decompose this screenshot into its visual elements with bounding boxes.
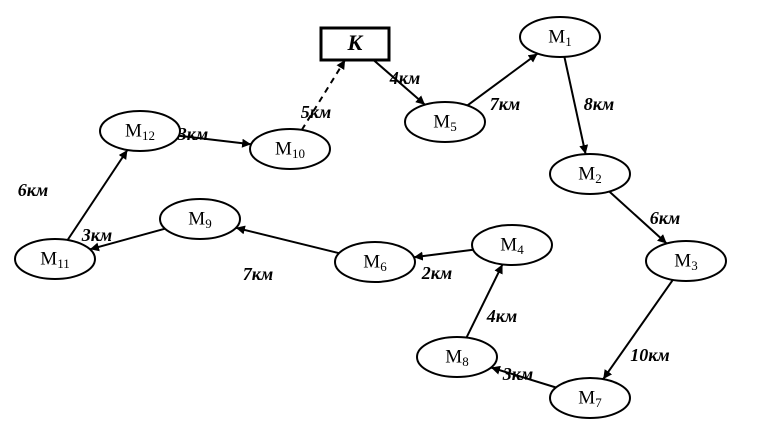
- node-ellipse: [549, 377, 631, 419]
- node-ellipse: [645, 240, 727, 282]
- edge-m12-m10: [178, 134, 252, 148]
- edge-label-m2-m3: 6км: [650, 208, 680, 228]
- edges-layer: [66, 52, 674, 389]
- edge-label-m4-m6: 2км: [421, 263, 452, 283]
- depot-label: К: [347, 30, 364, 55]
- edge-label-m12-m10: 3км: [177, 124, 208, 144]
- edge-m7-m8: [490, 365, 557, 389]
- node-m8: М8: [416, 336, 498, 378]
- edge-label-m1-m2: 8км: [584, 94, 614, 114]
- edge-m2-m3: [608, 190, 668, 245]
- node-ellipse: [549, 153, 631, 195]
- edge-label-m8-m4: 4км: [486, 306, 517, 326]
- node-m7: М7: [549, 377, 631, 419]
- node-ellipse: [249, 128, 331, 170]
- edge-m8-m4: [465, 263, 504, 339]
- node-m2: М2: [549, 153, 631, 195]
- edge-label-m3-m7: 10км: [630, 345, 669, 365]
- node-m6: М6: [334, 241, 416, 283]
- node-ellipse: [519, 16, 601, 58]
- edge-label-k-m5: 4км: [389, 68, 420, 88]
- edge-labels-layer: 4км 7км 8км 6км 10км 3км 4км 2км 7км 3км 6км 3км 5км: [18, 68, 680, 384]
- edge-k-m5: [372, 59, 426, 106]
- edge-label-m11-m12: 6км: [18, 180, 48, 200]
- node-ellipse: [14, 238, 96, 280]
- node-m1: М1: [519, 16, 601, 58]
- edge-m4-m6: [413, 248, 474, 261]
- edge-label-m7-m8: 3км: [502, 364, 533, 384]
- edge-label-m9-m11: 3км: [81, 225, 112, 245]
- node-m11: М11: [14, 238, 96, 280]
- node-ellipse: [471, 224, 553, 266]
- node-ellipse: [334, 241, 416, 283]
- edge-m11-m12: [66, 149, 129, 241]
- depot-node: К: [319, 26, 391, 62]
- edge-label-m6-m9: 7км: [243, 264, 273, 284]
- edge-label-m10-k: 5км: [301, 102, 331, 122]
- node-ellipse: [159, 198, 241, 240]
- edge-m5-m1: [466, 52, 539, 107]
- edge-m3-m7: [602, 279, 674, 380]
- node-m5: М5: [404, 101, 486, 143]
- node-ellipse: [404, 101, 486, 143]
- edge-m10-k: [300, 59, 346, 131]
- node-ellipse: [416, 336, 498, 378]
- node-m12: М12: [99, 110, 181, 152]
- node-m9: М9: [159, 198, 241, 240]
- node-ellipse: [99, 110, 181, 152]
- edge-m9-m11: [89, 227, 166, 252]
- depot-box: [319, 26, 391, 62]
- edge-label-m5-m1: 7км: [490, 94, 520, 114]
- node-m4: М4: [471, 224, 553, 266]
- edge-m1-m2: [563, 56, 589, 155]
- node-m3: М3: [645, 240, 727, 282]
- node-m10: М10: [249, 128, 331, 170]
- edge-m6-m9: [235, 225, 340, 255]
